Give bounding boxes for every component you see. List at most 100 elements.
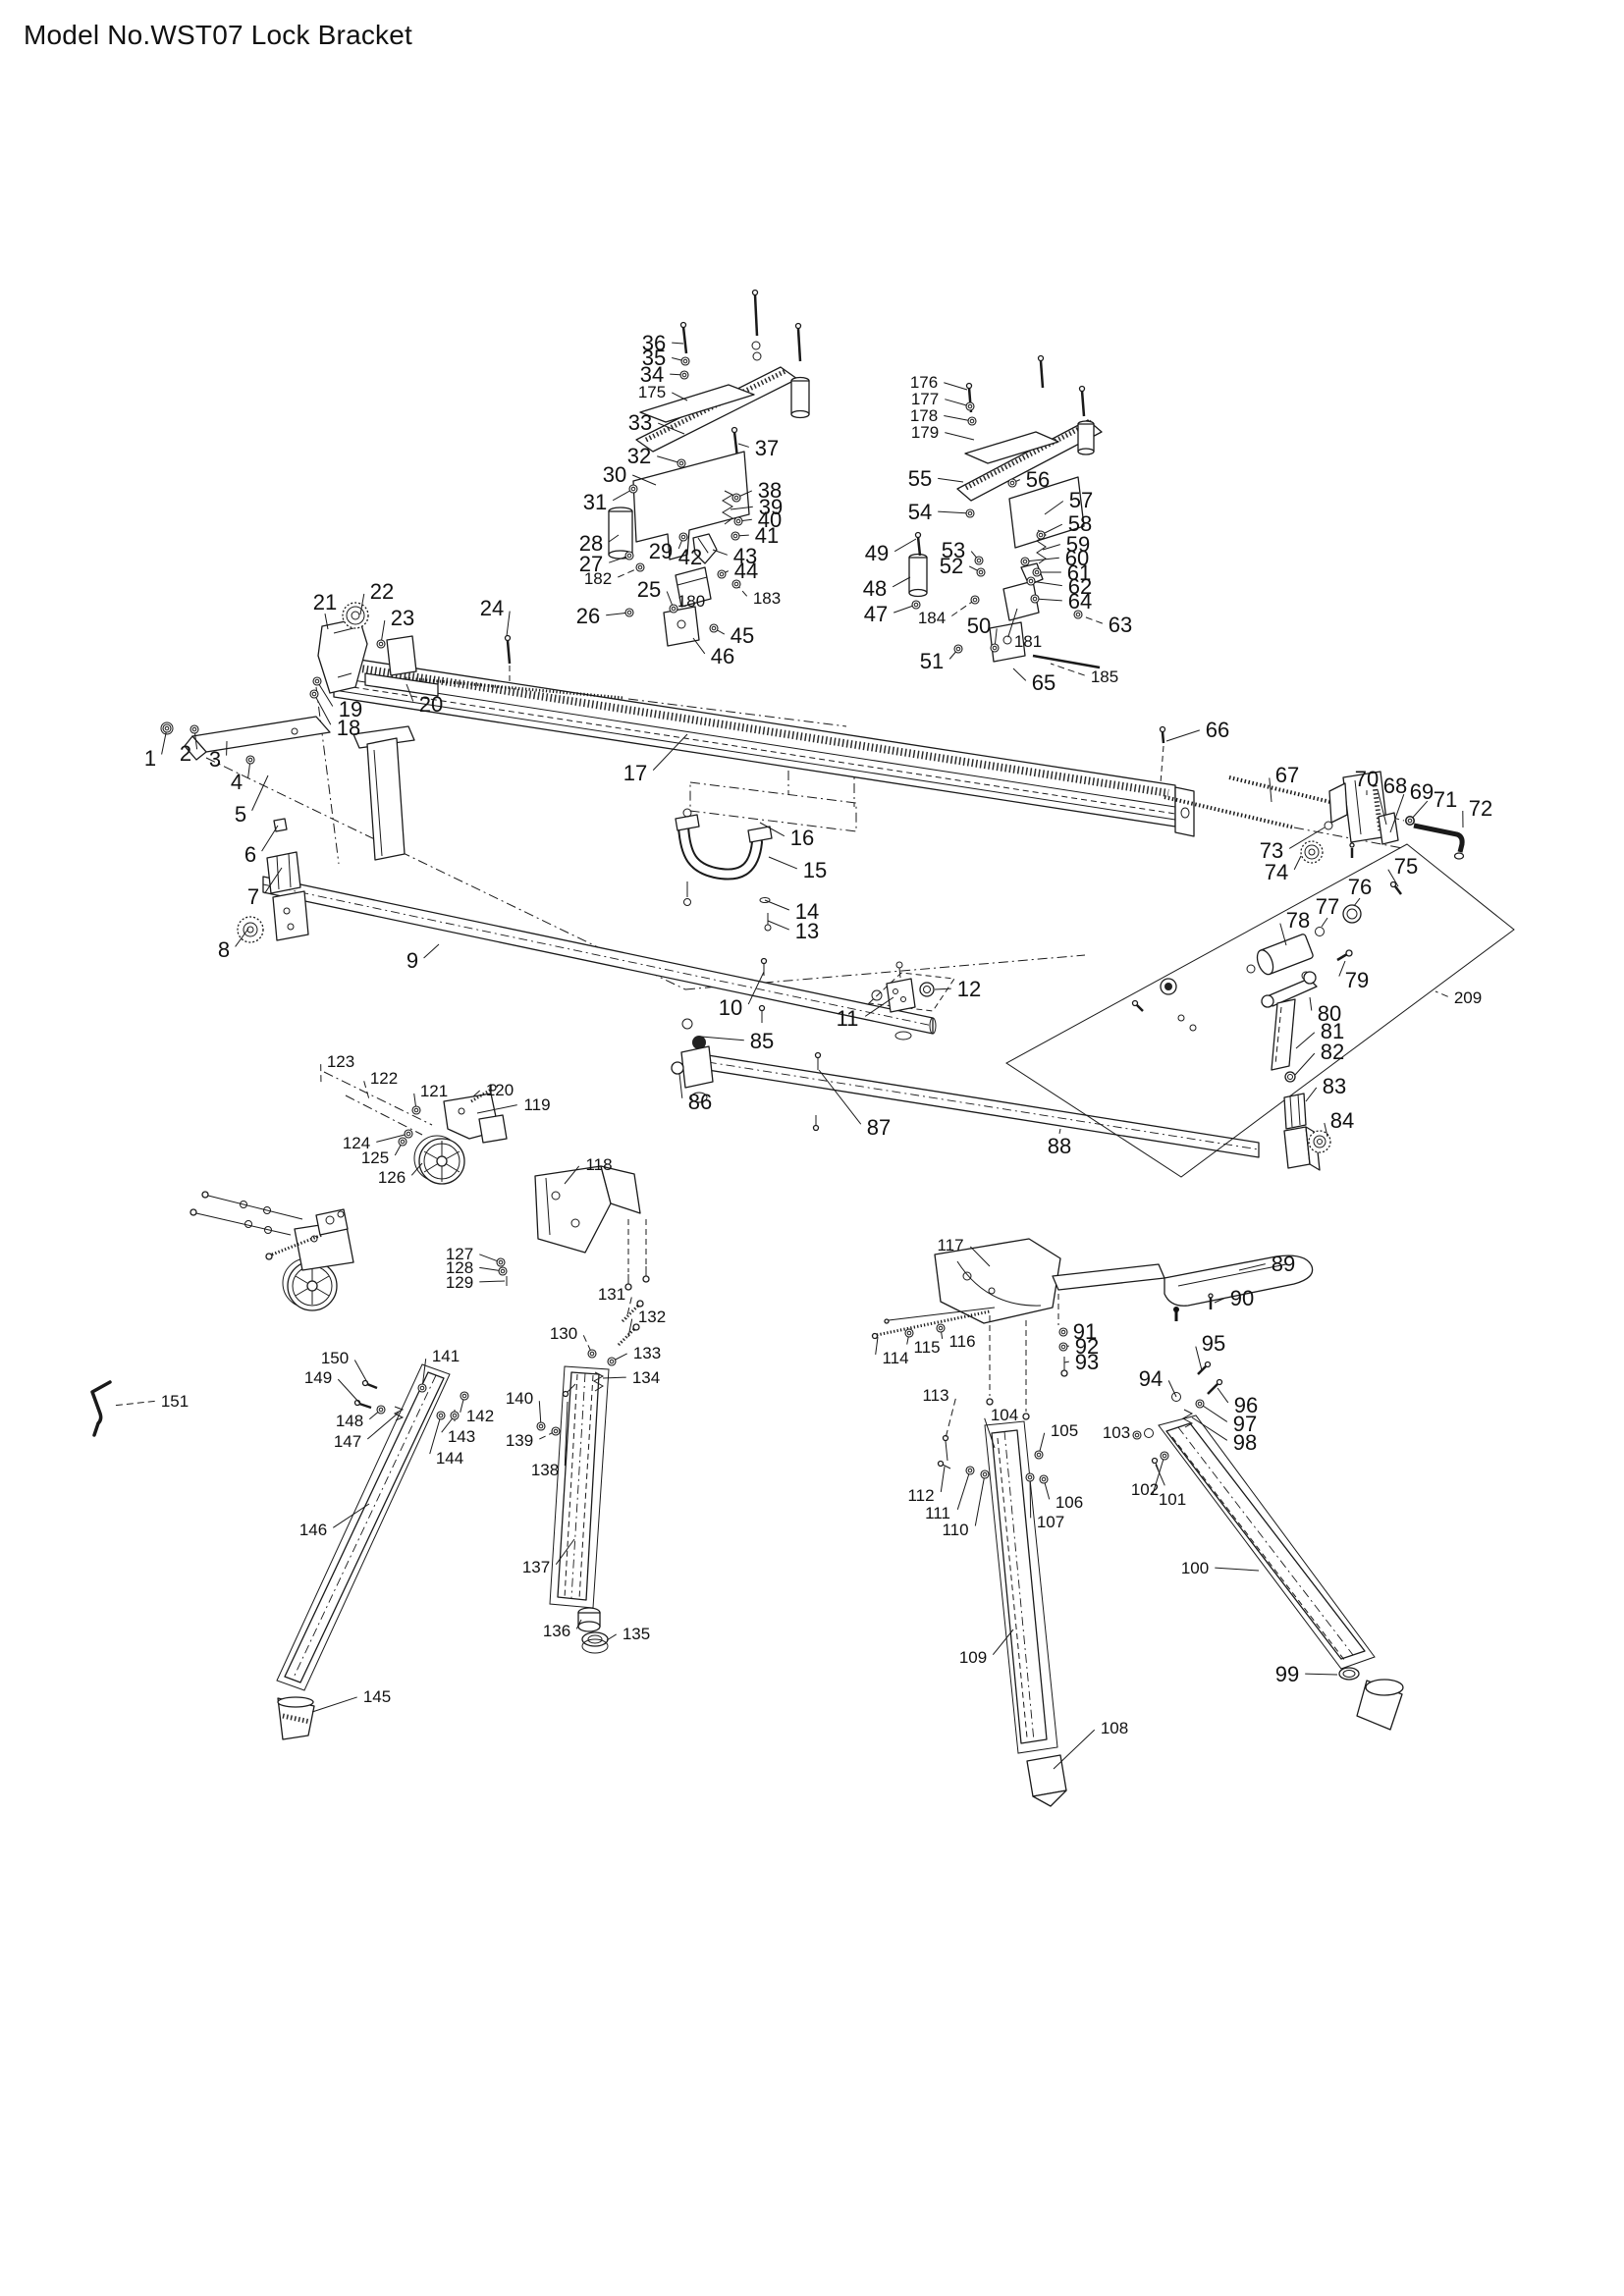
- part-number-label: 133: [633, 1344, 661, 1362]
- fastener-icon: [312, 676, 322, 686]
- fastener-icon: [709, 623, 719, 633]
- part-number-label: 107: [1037, 1513, 1064, 1531]
- fastener-icon: [245, 755, 255, 765]
- part-number-label: 38: [758, 478, 782, 503]
- cross-tube-9: [262, 876, 937, 1035]
- leader-line: [337, 1378, 361, 1405]
- part-number-label: 142: [466, 1407, 494, 1425]
- leader-line: [1288, 827, 1326, 849]
- leader-line: [1238, 1263, 1266, 1271]
- leader-line: [1152, 1455, 1165, 1496]
- cross-tube-88: [688, 1051, 1260, 1158]
- fastener-icon-center: [1028, 578, 1034, 584]
- leader-line: [324, 614, 329, 630]
- part-number-label: 34: [640, 362, 664, 387]
- leader-line: [564, 1401, 568, 1467]
- leader-line: [1012, 667, 1027, 681]
- part-number-label: 50: [967, 614, 991, 638]
- fastener-icon-center: [164, 725, 170, 731]
- leader-line: [1305, 1087, 1318, 1102]
- part-number-label: 1: [144, 746, 156, 771]
- part-number-label: 53: [942, 538, 965, 562]
- fastener-icon: [436, 1411, 446, 1420]
- fastener-icon-center: [498, 1259, 504, 1265]
- fastener-icon: [189, 724, 199, 734]
- part-number-label: 30: [603, 462, 626, 487]
- fastener-icon-center: [969, 418, 975, 424]
- fastener-icon: [976, 567, 986, 577]
- fastener-icon: [624, 551, 634, 561]
- leader-line: [692, 637, 706, 655]
- fastener-icon: [967, 416, 977, 426]
- fastener-icon: [587, 1349, 597, 1359]
- part-number-label: 80: [1318, 1001, 1341, 1026]
- leader-line: [1058, 1128, 1061, 1135]
- leader-line: [1377, 788, 1387, 826]
- leader-line: [956, 1469, 971, 1510]
- leader-line: [1435, 990, 1448, 997]
- leader-line: [602, 1376, 626, 1379]
- carry-handle-15: [675, 808, 773, 932]
- part-number-label: 108: [1101, 1719, 1128, 1737]
- fastener-icon-center: [1038, 532, 1044, 538]
- fastener-icon: [1036, 530, 1046, 540]
- fastener-icon-center: [1036, 1452, 1042, 1458]
- part-number-label: 27: [579, 552, 603, 576]
- part-number-label: 16: [790, 826, 814, 850]
- part-number-label: 18: [337, 716, 360, 740]
- leader-line: [1214, 1298, 1225, 1304]
- support-leg-assembly-209: [1131, 881, 1402, 1171]
- part-number-label: 128: [446, 1258, 473, 1277]
- leader-line: [764, 899, 789, 911]
- leader-line: [1044, 501, 1064, 515]
- hex-key-151: [90, 1380, 112, 1437]
- leader-line: [1165, 729, 1200, 742]
- part-number-label: 26: [576, 604, 600, 628]
- leader-line: [429, 1415, 442, 1455]
- fastener-icon-center: [637, 564, 643, 570]
- fastener-icon-center: [976, 558, 982, 563]
- part-number-label: 94: [1139, 1366, 1163, 1391]
- fastener-icon: [460, 1391, 469, 1401]
- fastener-icon-center: [678, 460, 684, 466]
- part-number-label: 135: [623, 1625, 650, 1643]
- fastener-icon: [450, 1411, 460, 1420]
- part-number-label: 3: [209, 747, 221, 772]
- leader-line: [564, 1165, 580, 1185]
- fastener-icon: [1034, 1450, 1044, 1460]
- fastener-icon-center: [671, 606, 677, 612]
- part-number-label: 33: [628, 410, 652, 435]
- part-number-label: 10: [719, 995, 742, 1020]
- leader-line: [938, 510, 971, 514]
- part-number-label: 63: [1109, 613, 1132, 637]
- mount-assembly-right: [908, 354, 1103, 669]
- leader-line: [476, 1104, 517, 1114]
- leader-line: [632, 474, 657, 486]
- part-number-label: 105: [1051, 1421, 1078, 1440]
- part-number-label: 29: [649, 539, 673, 563]
- part-number-label: 132: [638, 1308, 666, 1326]
- leader-line: [555, 1538, 575, 1565]
- fastener-icon-center: [732, 533, 738, 539]
- fastener-icon-center: [191, 726, 197, 732]
- leader-line: [700, 1036, 744, 1041]
- tube-hardware: [671, 957, 935, 1132]
- fastener-icon: [974, 556, 984, 565]
- fastener-icon-center: [626, 610, 632, 615]
- part-number-label: 96: [1234, 1393, 1258, 1417]
- part-number-label: 72: [1469, 796, 1492, 821]
- fastener-icon-center: [419, 1385, 425, 1391]
- part-number-label: 122: [370, 1069, 398, 1088]
- part-number-label: 79: [1345, 968, 1369, 992]
- fastener-icon-center: [1197, 1401, 1203, 1407]
- leader-line: [423, 943, 440, 959]
- part-number-label: 113: [922, 1386, 948, 1405]
- part-number-label: 76: [1348, 875, 1372, 899]
- part-number-label: 102: [1131, 1480, 1159, 1499]
- leader-line: [421, 1359, 427, 1389]
- leader-line: [627, 1318, 633, 1338]
- fastener-icon-center: [452, 1413, 458, 1418]
- part-number-label: 56: [1026, 467, 1050, 492]
- leader-line: [818, 1069, 862, 1125]
